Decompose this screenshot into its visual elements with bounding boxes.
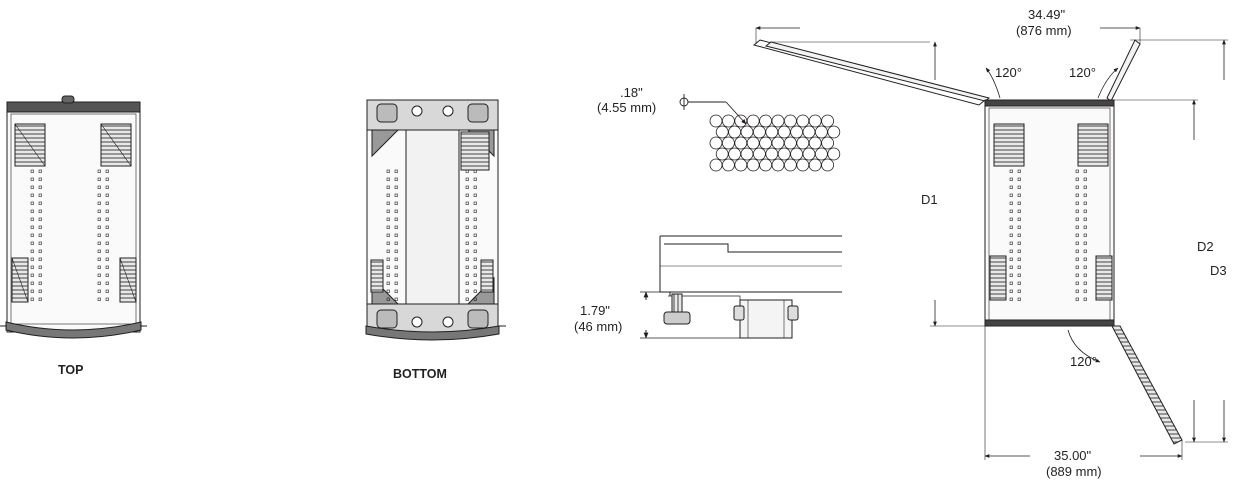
top-view-cabinet: [0, 95, 147, 339]
angle-door: 120°: [1070, 354, 1097, 369]
dimension-d1: D1: [921, 192, 938, 207]
perforation-diameter-mm: (4.55 mm): [597, 100, 657, 115]
bottom-width-in: 35.00": [1054, 448, 1092, 463]
perforation-pattern: [709, 114, 841, 172]
plan-view-mounting-holes: [1009, 169, 1087, 301]
leveler-height-mm: (46 mm): [574, 319, 623, 334]
bottom-view-label: BOTTOM: [393, 367, 447, 381]
bottom-width-mm: (889 mm): [1046, 464, 1102, 479]
plan-view-cabinet: [752, 26, 1228, 460]
top-width-in: 34.49": [1028, 7, 1066, 22]
leveler-height-in: 1.79": [580, 303, 610, 318]
leveler-detail: [640, 235, 842, 339]
bottom-view-mounting-holes: [386, 169, 477, 301]
angle-left: 120°: [995, 65, 1022, 80]
top-view-mounting-holes: [30, 169, 109, 301]
perforation-detail: [679, 94, 747, 125]
angle-right: 120°: [1069, 65, 1096, 80]
dimension-d3: D3: [1210, 263, 1227, 278]
top-width-mm: (876 mm): [1016, 23, 1072, 38]
perforation-diameter-in: .18": [620, 85, 643, 100]
dimension-d2: D2: [1197, 239, 1214, 254]
bottom-view-cabinet: [365, 99, 506, 341]
top-view-label: TOP: [58, 363, 84, 377]
